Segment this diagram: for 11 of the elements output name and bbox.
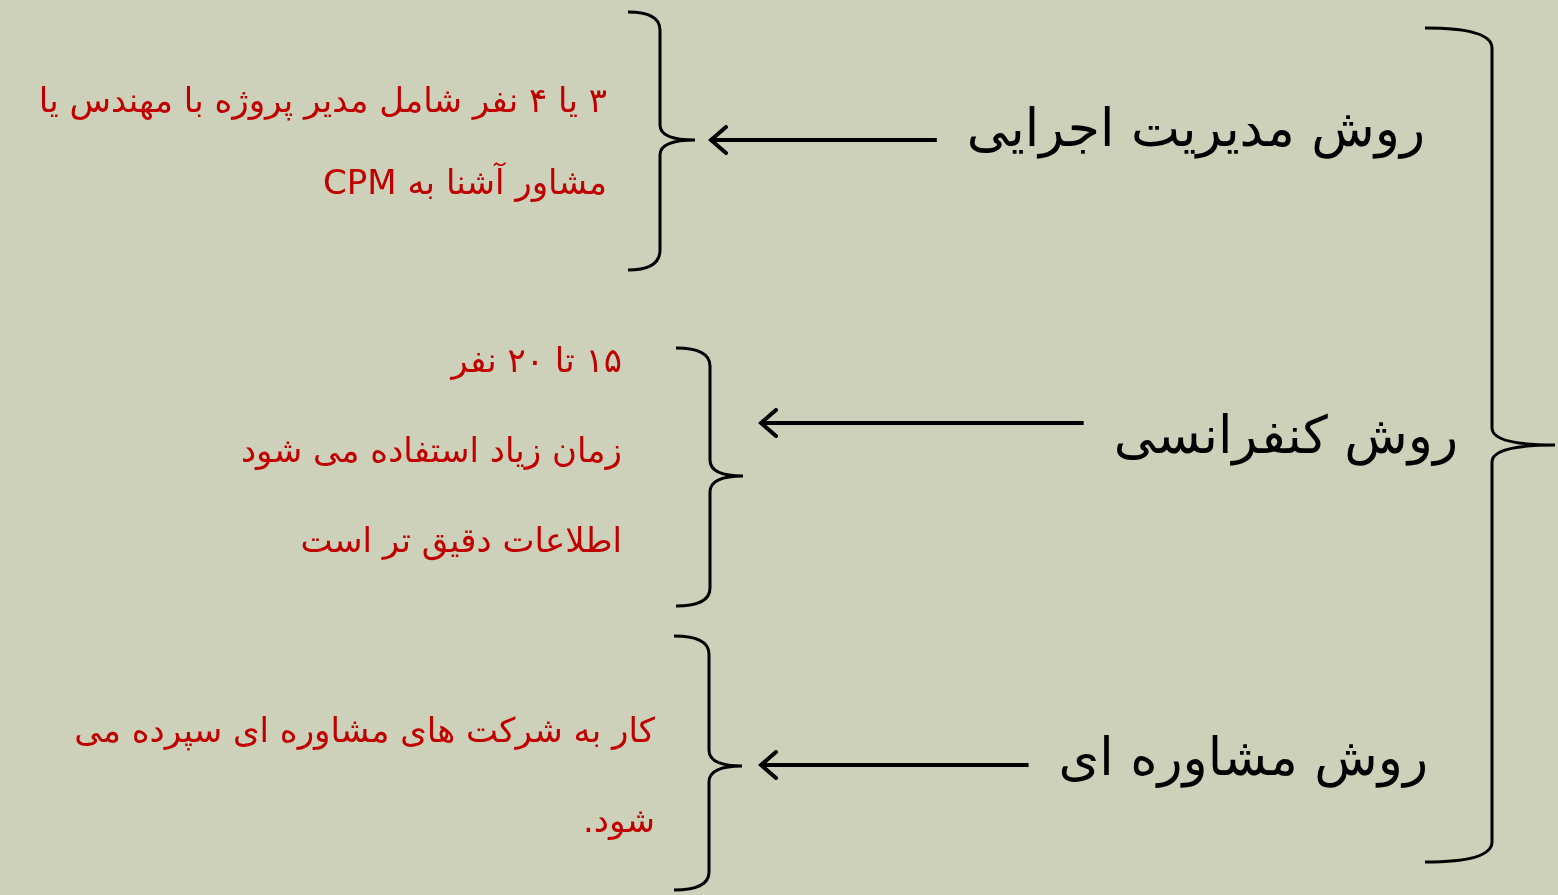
arrow [759,750,1029,780]
arrow [709,125,937,155]
description-text: اطلاعات دقیق تر است [299,519,622,563]
description-text: کار به شرکت های مشاوره ای سپرده می شود. [73,709,655,842]
method-label: روش مدیریت اجرایی [966,97,1425,161]
method-label: روش کنفرانسی [1113,404,1458,468]
arrow [759,408,1084,438]
method-label: روش مشاوره ای [1058,726,1428,790]
description-text: ۳ یا ۴ نفر شامل مدیر پروژه با مهندس یا مشاور آشنا به CPM [37,79,607,204]
description-text: ۱۵ تا ۲۰ نفر [448,339,622,382]
description-text: زمان زیاد استفاده می شود [239,429,622,472]
